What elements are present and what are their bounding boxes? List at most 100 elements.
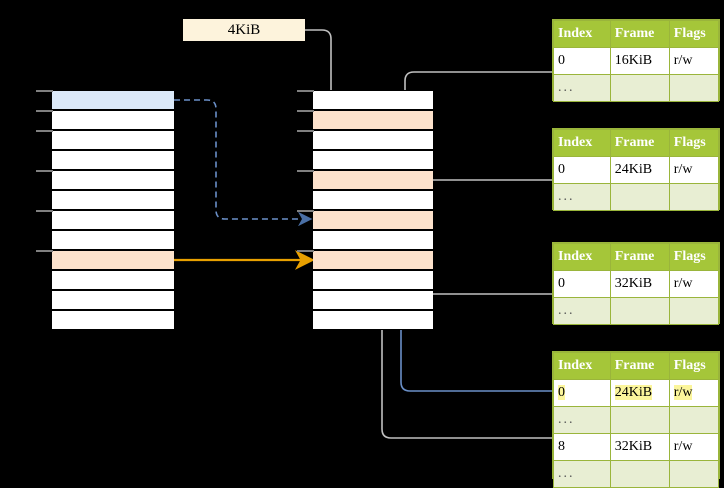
- cell-value: ...: [558, 189, 575, 204]
- cell-value: ...: [558, 466, 575, 481]
- tick-mark: [297, 130, 314, 132]
- table-row[interactable]: 0 24KiB r/w: [553, 156, 720, 184]
- table-cell: r/w: [668, 379, 720, 407]
- column-header-flags: Flags: [668, 20, 720, 48]
- table-cell: [609, 74, 670, 102]
- column-header-index: Index: [553, 352, 611, 380]
- cell-value: 0: [558, 276, 565, 291]
- cell-value: 24KiB: [614, 162, 653, 177]
- tick-mark: [36, 110, 53, 112]
- column-header-frame: Frame: [609, 129, 670, 157]
- physical-memory-row: [313, 130, 433, 150]
- table-cell: [668, 74, 720, 102]
- physical-memory-row: [313, 230, 433, 250]
- table-cell: 32KiB: [609, 270, 670, 298]
- cell-value: 0: [558, 53, 565, 68]
- virtual-memory-row: [52, 170, 174, 190]
- table-row[interactable]: 0 32KiB r/w: [553, 270, 720, 298]
- cell-value: r/w: [673, 385, 693, 400]
- physical-memory-row: [313, 250, 433, 270]
- column-header-index: Index: [553, 20, 611, 48]
- tick-mark: [297, 210, 314, 212]
- physical-memory-row: [313, 190, 433, 210]
- virtual-memory-row: [52, 110, 174, 130]
- column-header-flags: Flags: [668, 352, 720, 380]
- tick-mark: [297, 170, 314, 172]
- table-cell: [668, 460, 720, 488]
- physical-memory-row: [313, 150, 433, 170]
- table-cell: r/w: [668, 156, 720, 184]
- table-cell: ...: [553, 460, 611, 488]
- table-cell: 0: [553, 156, 611, 184]
- table-cell: 24KiB: [609, 379, 670, 407]
- table-cell: r/w: [668, 47, 720, 75]
- physical-column-rows: [313, 90, 433, 330]
- cell-value: 32KiB: [614, 276, 653, 291]
- column-header-frame: Frame: [609, 20, 670, 48]
- table-cell: ...: [553, 183, 611, 211]
- table-cell: [609, 297, 670, 325]
- column-header-flags: Flags: [668, 129, 720, 157]
- cell-value: ...: [558, 303, 575, 318]
- table-cell: 0: [553, 270, 611, 298]
- page-size-label: 4KiB: [183, 19, 305, 41]
- virtual-memory-row: [52, 310, 174, 330]
- table-cell: r/w: [668, 270, 720, 298]
- connector-table2-to-frame: [410, 179, 552, 226]
- table-cell: 8: [553, 433, 611, 461]
- table-row[interactable]: ...: [553, 297, 720, 325]
- table-cell: r/w: [668, 433, 720, 461]
- column-header-flags: Flags: [668, 243, 720, 271]
- table-row[interactable]: ...: [553, 74, 720, 102]
- table-row[interactable]: ...: [553, 460, 720, 488]
- cell-value: r/w: [673, 53, 693, 68]
- cell-value: 0: [558, 162, 565, 177]
- virtual-memory-row: [52, 270, 174, 290]
- physical-memory-row: [313, 110, 433, 130]
- table-cell: ...: [553, 406, 611, 434]
- physical-memory-row: [313, 290, 433, 310]
- physical-memory-row: [313, 310, 433, 330]
- table-cell: 32KiB: [609, 433, 670, 461]
- physical-memory-row: [313, 270, 433, 290]
- virtual-column-rows: [52, 90, 174, 330]
- virtual-memory-row: [52, 150, 174, 170]
- table-cell: [609, 183, 670, 211]
- tick-mark: [36, 170, 53, 172]
- virtual-memory-row: [52, 190, 174, 210]
- cell-value: ...: [558, 412, 575, 427]
- table-cell: [668, 183, 720, 211]
- tick-mark: [297, 250, 314, 252]
- table-cell: 24KiB: [609, 156, 670, 184]
- column-header-frame: Frame: [609, 352, 670, 380]
- table-row[interactable]: ...: [553, 406, 720, 434]
- table-cell: ...: [553, 297, 611, 325]
- table-cell: [668, 406, 720, 434]
- cell-value: 32KiB: [614, 439, 653, 454]
- cell-value: r/w: [673, 162, 693, 177]
- connector-table3-to-frame: [412, 263, 552, 295]
- table-cell: 0: [553, 379, 611, 407]
- cell-value: 0: [558, 385, 565, 400]
- virtual-memory-row: [52, 130, 174, 150]
- table-cell: 16KiB: [609, 47, 670, 75]
- tick-mark: [297, 90, 314, 92]
- physical-memory-row: [313, 90, 433, 110]
- tick-mark: [297, 110, 314, 112]
- table-cell: [609, 460, 670, 488]
- table-row[interactable]: ...: [553, 183, 720, 211]
- virtual-memory-row: [52, 250, 174, 270]
- table-cell: 0: [553, 47, 611, 75]
